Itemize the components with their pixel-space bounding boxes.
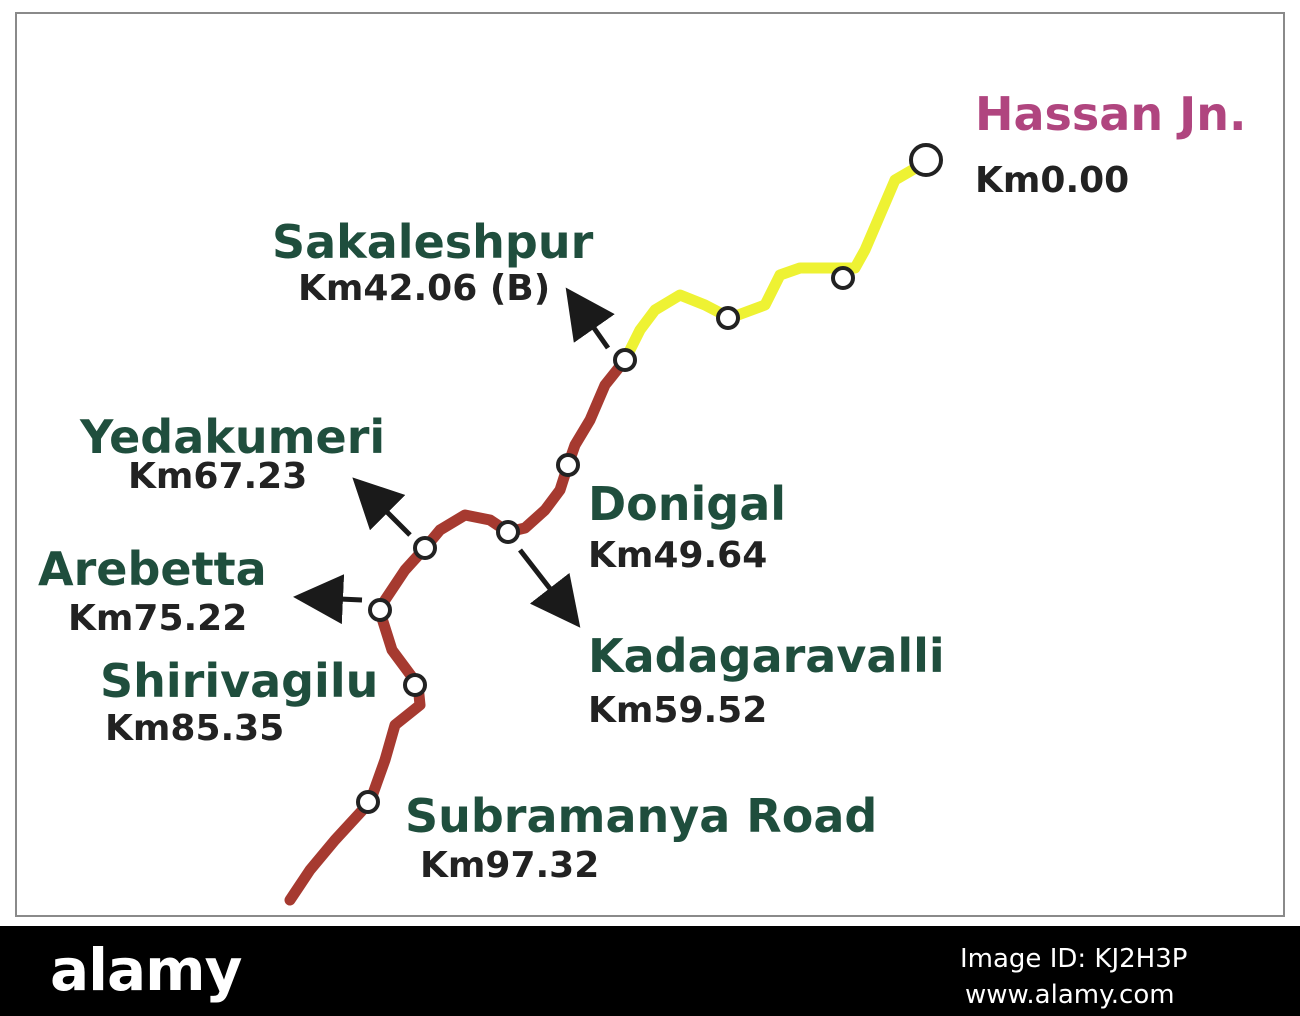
station-marker-sakaleshpur	[613, 348, 637, 372]
route-section-yellow	[619, 156, 932, 366]
station-name-yedakumeri: Yedakumeri	[79, 410, 385, 464]
station-marker-yedakumeri	[413, 536, 437, 560]
station-km-shirivagilu: Km85.35	[105, 708, 284, 749]
arrow-kadagaravalli	[518, 548, 581, 628]
station-name-shirivagilu: Shirivagilu	[100, 654, 378, 708]
station-marker-donigal	[556, 453, 580, 477]
station-marker-subramanya	[356, 790, 380, 814]
station-name-donigal: Donigal	[588, 477, 786, 531]
station-marker-shirivagilu	[403, 673, 427, 697]
station-km-arebetta: Km75.22	[68, 598, 247, 639]
arrow-arebetta	[293, 574, 363, 625]
station-marker-intermediate	[831, 266, 855, 290]
station-marker-arebetta	[368, 598, 392, 622]
station-name-kadagaravalli: Kadagaravalli	[588, 629, 945, 683]
station-km-kadagaravalli: Km59.52	[588, 690, 767, 731]
watermark-url: www.alamy.com	[965, 980, 1175, 1010]
station-km-subramanya: Km97.32	[420, 845, 599, 886]
watermark-footer: alamy Image ID: KJ2H3P www.alamy.com	[0, 926, 1300, 1016]
station-km-sakaleshpur: Km42.06 (B)	[298, 268, 550, 309]
station-name-subramanya: Subramanya Road	[405, 789, 877, 843]
station-name-hassan: Hassan Jn.	[975, 87, 1246, 141]
station-marker-intermediate	[716, 306, 740, 330]
railway-route-diagram: Hassan Jn. Km0.00 Sakaleshpur Km42.06 (B…	[38, 87, 1246, 906]
route-map: Hassan Jn. Km0.00 Sakaleshpur Km42.06 (B…	[15, 12, 1285, 917]
arrow-sakaleshpur	[565, 287, 615, 350]
station-marker-kadagaravalli	[496, 520, 520, 544]
station-km-donigal: Km49.64	[588, 535, 767, 576]
station-name-arebetta: Arebetta	[38, 542, 267, 596]
station-name-sakaleshpur: Sakaleshpur	[272, 215, 594, 269]
station-km-yedakumeri: Km67.23	[128, 456, 307, 497]
station-km-hassan: Km0.00	[975, 160, 1129, 201]
station-marker-hassan	[909, 143, 943, 177]
map-frame	[15, 12, 1285, 917]
arrow-yedakumeri	[352, 477, 412, 537]
alamy-logo: alamy	[50, 936, 242, 1004]
image-id-text: Image ID: KJ2H3P	[960, 944, 1188, 974]
